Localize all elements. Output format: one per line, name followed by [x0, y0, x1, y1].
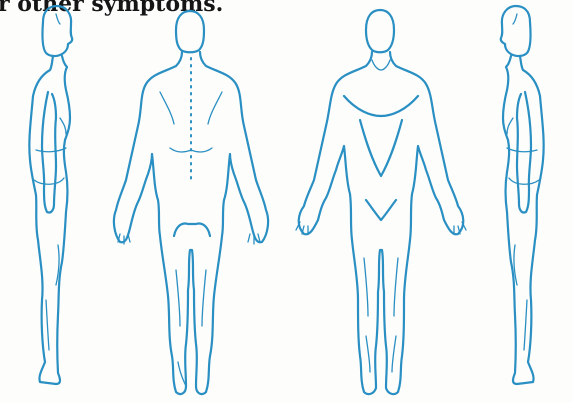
- body-side-view-left[interactable]: [29, 6, 72, 384]
- body-side-view-right[interactable]: [501, 6, 544, 384]
- body-front-view[interactable]: [296, 10, 466, 394]
- body-back-view[interactable]: [114, 11, 268, 394]
